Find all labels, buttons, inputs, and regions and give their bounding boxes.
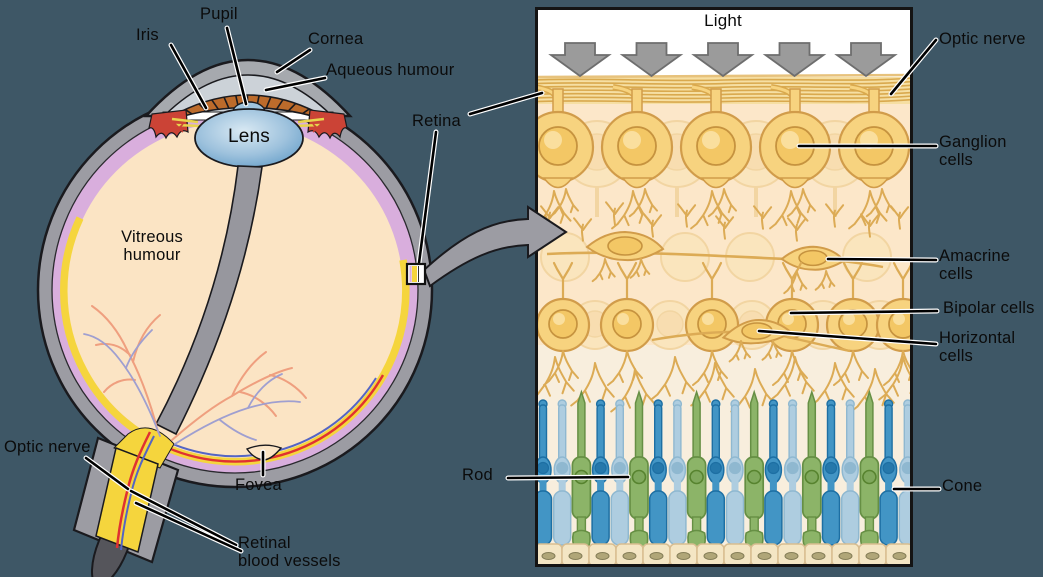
pointer-line-pupil	[224, 25, 249, 107]
amacrine-cells	[546, 230, 884, 295]
anterior-segment	[143, 58, 353, 168]
photoreceptor	[879, 399, 898, 546]
optic-nerve-label-right: Optic nerve	[939, 30, 1026, 48]
pointer-line-rod	[505, 474, 631, 481]
ganglion-cell-row	[535, 84, 911, 230]
hyaloid-canal	[154, 165, 263, 436]
pointer-line-horizontal-cells	[756, 328, 939, 347]
bipolar-cells-label: Bipolar cells	[943, 299, 1035, 317]
retinal-artery-arc	[151, 374, 385, 463]
ganglion-cell	[600, 84, 674, 230]
pointer-line-aqueous-humour	[263, 75, 328, 93]
photoreceptor-layer	[535, 389, 913, 566]
light-arrow	[548, 42, 612, 78]
photoreceptor	[610, 399, 630, 546]
photoreceptor	[648, 399, 668, 546]
fovea-label: Fovea	[235, 476, 282, 494]
pointer-lines	[83, 25, 942, 554]
pointer-line-cornea	[274, 47, 313, 75]
photoreceptor	[783, 399, 802, 546]
light-arrow	[834, 42, 898, 78]
magnified-region-box	[405, 262, 427, 286]
zonule-fibers-right	[295, 117, 325, 128]
cornea-label: Cornea	[308, 30, 364, 48]
ganglion-cells-label: Ganglion cells	[939, 133, 1007, 170]
zoom-arrow	[422, 205, 568, 288]
bipolar-cell	[599, 261, 655, 386]
rod-cell	[686, 389, 707, 566]
rod-cell	[629, 389, 649, 566]
central-retinal-artery	[115, 431, 152, 549]
pointer-line-optic-nerve-right	[888, 37, 939, 97]
retina-label: Retina	[412, 112, 461, 130]
bipolar-cell	[535, 261, 591, 386]
pointer-line-retina-to-panel	[467, 90, 545, 117]
amacrine-cells-label: Amacrine cells	[939, 247, 1011, 284]
zonule-mark-left	[174, 123, 184, 133]
zonule-mark-right	[312, 123, 322, 133]
rod-cell	[801, 389, 822, 566]
vitreous-humour-label: Vitreous humour	[121, 228, 183, 265]
retinal-blood-vessels	[83, 305, 307, 445]
light-arrow	[619, 42, 684, 78]
retinal-blood-vessels-label: Retinal blood vessels	[238, 534, 341, 571]
pointer-line-bipolar-cells	[788, 308, 940, 316]
cone-label: Cone	[942, 477, 983, 495]
eye-cross-section-diagram	[36, 58, 434, 577]
rod-cell	[859, 389, 880, 566]
pigment-epithelium-row	[535, 543, 913, 567]
pointer-line-optic-nerve-left	[83, 455, 131, 492]
photoreceptor	[764, 399, 783, 546]
rod-label: Rod	[462, 466, 493, 484]
light-label: Light	[704, 11, 742, 30]
iris-label: Iris	[136, 26, 159, 44]
optic-nerve-label-left: Optic nerve	[4, 438, 91, 456]
ganglion-cell	[679, 84, 753, 230]
pupil-label: Pupil	[200, 5, 238, 23]
photoreceptor	[821, 399, 841, 546]
inner-plexiform-layer	[540, 201, 910, 242]
pointer-line-amacrine-cells	[825, 256, 939, 263]
aqueous-humour-label: Aqueous humour	[326, 61, 455, 79]
light-arrow	[691, 42, 755, 78]
lens-label: Lens	[227, 126, 270, 147]
light-arrow	[762, 42, 827, 78]
amacrine-cell	[585, 230, 665, 283]
rod-cell	[744, 389, 765, 566]
nerve-fiber-band	[535, 73, 913, 104]
pointer-line-retina-to-eye	[416, 129, 439, 266]
central-retinal-vein	[120, 435, 155, 551]
pointer-line-retinal-vessels-1	[128, 488, 239, 548]
photoreceptor	[706, 399, 726, 546]
light-direction-arrows	[548, 42, 898, 78]
horizontal-cells-label: Horizontal cells	[939, 329, 1016, 366]
pointer-line-iris	[168, 42, 209, 111]
photoreceptor	[840, 399, 860, 546]
ganglion-cell	[535, 84, 595, 229]
zonule-fibers-left	[171, 117, 201, 128]
rod-cell	[571, 389, 592, 566]
photoreceptor	[725, 399, 745, 546]
pointer-line-retinal-vessels-2	[133, 500, 244, 554]
